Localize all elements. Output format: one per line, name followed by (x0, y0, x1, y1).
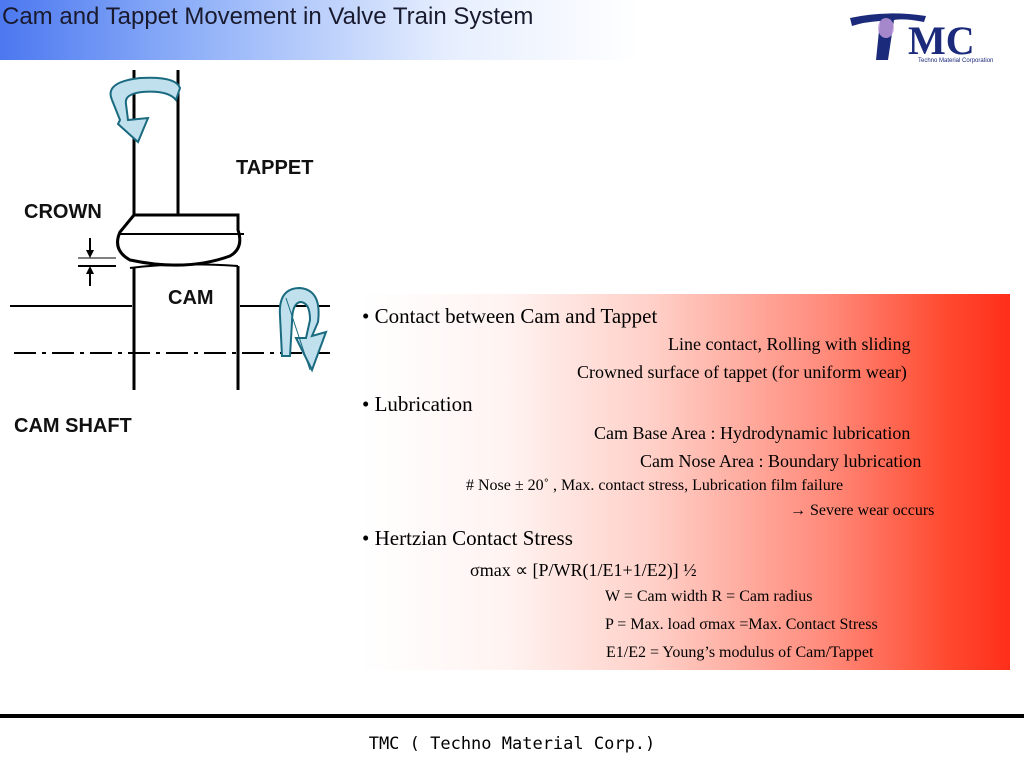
bullet-lubrication: • Lubrication (362, 392, 473, 416)
cam-label: CAM (168, 287, 214, 309)
contact-type-text: Line contact, Rolling with sliding (668, 334, 911, 354)
tappet-label: TAPPET (236, 157, 313, 179)
bullet-hertzian: • Hertzian Contact Stress (362, 526, 573, 550)
definition-w-r: W = Cam width R = Cam radius (605, 588, 813, 605)
title-band (0, 0, 640, 60)
severe-wear-text: → Severe wear occurs (790, 502, 935, 519)
cam-nose-area-text: Cam Nose Area : Boundary lubrication (640, 451, 922, 471)
crown-label: CROWN (24, 201, 102, 223)
definition-p-sigma: P = Max. load σmax =Max. Contact Stress (605, 616, 878, 633)
tmc-logo: MC Techno Material Corporation (846, 8, 1016, 66)
crowned-surface-text: Crowned surface of tappet (for uniform w… (577, 362, 907, 382)
footer-divider (0, 714, 1024, 718)
slide-title: Cam and Tappet Movement in Valve Train S… (2, 3, 534, 30)
definition-e: E1/E2 = Young’s modulus of Cam/Tappet (606, 644, 874, 661)
content-panel: • Contact between Cam and Tappet Line co… (360, 294, 1010, 670)
svg-text:MC: MC (908, 18, 975, 63)
tmc-logo-graphic: MC Techno Material Corporation (850, 13, 993, 64)
footer-text: TMC ( Techno Material Corp.) (368, 734, 656, 754)
oscillation-arrow-icon (278, 286, 328, 373)
cam-tappet-diagram: TAPPET CROWN CAM CAM SHAFT (0, 70, 340, 450)
cam-base-area-text: Cam Base Area : Hydrodynamic lubrication (594, 423, 911, 443)
rotation-arrow-icon (109, 76, 182, 144)
bullet-contact: • Contact between Cam and Tappet (362, 304, 658, 328)
nose-note-text: # Nose ± 20˚ , Max. contact stress, Lubr… (466, 477, 844, 494)
hertz-formula: σmax ∝ [P/WR(1/E1+1/E2)] ½ (470, 560, 697, 580)
cam-shaft-label: CAM SHAFT (14, 415, 132, 437)
svg-text:Techno Material Corporation: Techno Material Corporation (918, 58, 993, 64)
